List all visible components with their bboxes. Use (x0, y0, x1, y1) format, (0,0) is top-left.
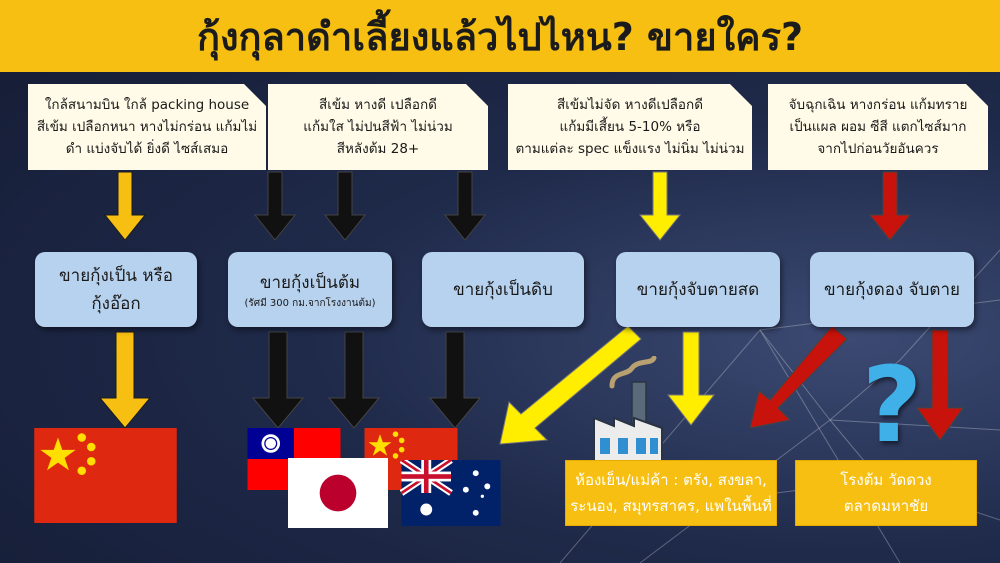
arrow-down-black (428, 331, 482, 429)
australia-flag-icon (400, 460, 501, 526)
criteria-line: แก้มมีเสี้ยน 5-10% หรือ (559, 119, 701, 135)
criteria-box-2: สีเข้ม หางดี เปลือกดี แก้มใส ไม่ปนสีฟ้า … (268, 84, 488, 170)
arrow-down-black (327, 331, 381, 429)
criteria-line: ตามแต่ละ spec แข็งแรง ไม่นิ่ม ไม่น่วม (515, 141, 745, 157)
category-label: ขายกุ้งเป็นดิบ (453, 279, 553, 300)
criteria-line: สีเข้มไม่จัด หางดีเปลือกดี (557, 97, 703, 113)
arrow-down-yellow (638, 171, 682, 241)
arrow-down-black (253, 171, 297, 241)
category-label: ขายกุ้งเป็น หรือ (59, 265, 173, 286)
category-boiled-shrimp: ขายกุ้งเป็นต้ม (รัศมี 300 กม.จากโรงงานต้… (228, 252, 392, 327)
criteria-line: สีเข้ม เปลือกหนา หางไม่กร่อน แก้มไม่ (36, 119, 258, 135)
arrow-down-red (868, 171, 912, 241)
destination-line: ระนอง, สมุทรสาคร, แพในพื้นที่ (570, 497, 772, 515)
criteria-line: จากไปก่อนวัยอันควร (817, 141, 939, 157)
arrow-down-gold (103, 171, 147, 241)
criteria-box-4: จับฉุกเฉิน หางกร่อน แก้มทราย เป็นแผล ผอม… (768, 84, 988, 170)
arrow-down-black (323, 171, 367, 241)
category-label: ขายกุ้งเป็นต้ม (259, 272, 361, 293)
destination-line: โรงต้ม วัดดวง (840, 471, 932, 489)
japan-flag-icon (288, 458, 388, 528)
criteria-box-3: สีเข้มไม่จัด หางดีเปลือกดี แก้มมีเสี้ยน … (508, 84, 752, 170)
china-flag-icon (34, 428, 177, 523)
category-label: ขายกุ้งดอง จับตาย (824, 279, 960, 300)
criteria-box-1: ใกล้สนามบิน ใกล้ packing house สีเข้ม เป… (28, 84, 266, 170)
title-bar: กุ้งกุลาดำเลี้ยงแล้วไปไหน? ขายใคร? (0, 0, 1000, 72)
criteria-line: สีหลังต้ม 28+ (336, 141, 420, 157)
criteria-line: แก้มใส ไม่ปนสีฟ้า ไม่น่วม (303, 119, 453, 135)
arrow-diagonal-yellow (499, 325, 642, 445)
criteria-line: เป็นแผล ผอม ซีสี แตกไซส์มาก (789, 119, 967, 135)
category-live-shrimp: ขายกุ้งเป็น หรือ กุ้งอ๊อก (35, 252, 197, 327)
category-pickled-shrimp: ขายกุ้งดอง จับตาย (810, 252, 974, 327)
category-label: ขายกุ้งจับตายสด (636, 279, 760, 300)
category-sub-label: (รัศมี 300 กม.จากโรงงานต้ม) (244, 297, 376, 309)
destination-line: ตลาดมหาชัย (843, 497, 929, 515)
arrow-down-yellow (666, 331, 716, 426)
criteria-line: ใกล้สนามบิน ใกล้ packing house (44, 97, 250, 113)
page-title: กุ้งกุลาดำเลี้ยงแล้วไปไหน? ขายใคร? (196, 14, 804, 59)
question-mark-icon: ? (861, 344, 923, 466)
criteria-line: จับฉุกเฉิน หางกร่อน แก้มทราย (788, 97, 968, 113)
arrow-down-black (251, 331, 305, 429)
arrow-down-red (916, 329, 964, 441)
category-raw-shrimp: ขายกุ้งเป็นดิบ (422, 252, 584, 327)
arrow-down-black (443, 171, 487, 241)
criteria-line: ดำ แบ่งจับได้ ยิ่งดี ไซส์เสมอ (65, 141, 229, 157)
destination-cold-storage: ห้องเย็น/แม่ค้า : ตรัง, สงขลา, ระนอง, สม… (565, 460, 777, 526)
category-fresh-dead-shrimp: ขายกุ้งจับตายสด (616, 252, 780, 327)
destination-boiling-plant: โรงต้ม วัดดวง ตลาดมหาชัย (795, 460, 977, 526)
factory-icon (593, 356, 663, 462)
arrow-diagonal-red (749, 325, 848, 429)
arrow-down-gold (98, 331, 152, 429)
destination-line: ห้องเย็น/แม่ค้า : ตรัง, สงขลา, (575, 471, 767, 489)
criteria-line: สีเข้ม หางดี เปลือกดี (319, 97, 437, 113)
category-label: กุ้งอ๊อก (91, 293, 141, 314)
